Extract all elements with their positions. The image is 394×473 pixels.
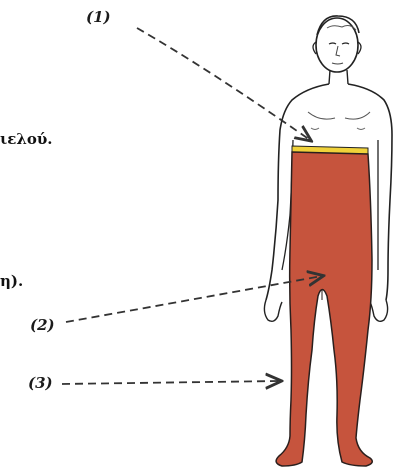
text-fragment-1: ιελού. — [0, 132, 53, 147]
arrow-2 — [66, 276, 322, 322]
label-2: (2) — [30, 318, 55, 333]
label-1: (1) — [86, 10, 111, 25]
arrow-3 — [62, 381, 280, 384]
person-figure — [264, 16, 392, 466]
label-3: (3) — [28, 376, 53, 391]
left-hand — [264, 300, 282, 321]
right-hand — [370, 300, 388, 321]
text-fragment-2: η). — [0, 274, 23, 289]
compression-suit — [276, 152, 372, 466]
arrow-1 — [137, 28, 310, 140]
